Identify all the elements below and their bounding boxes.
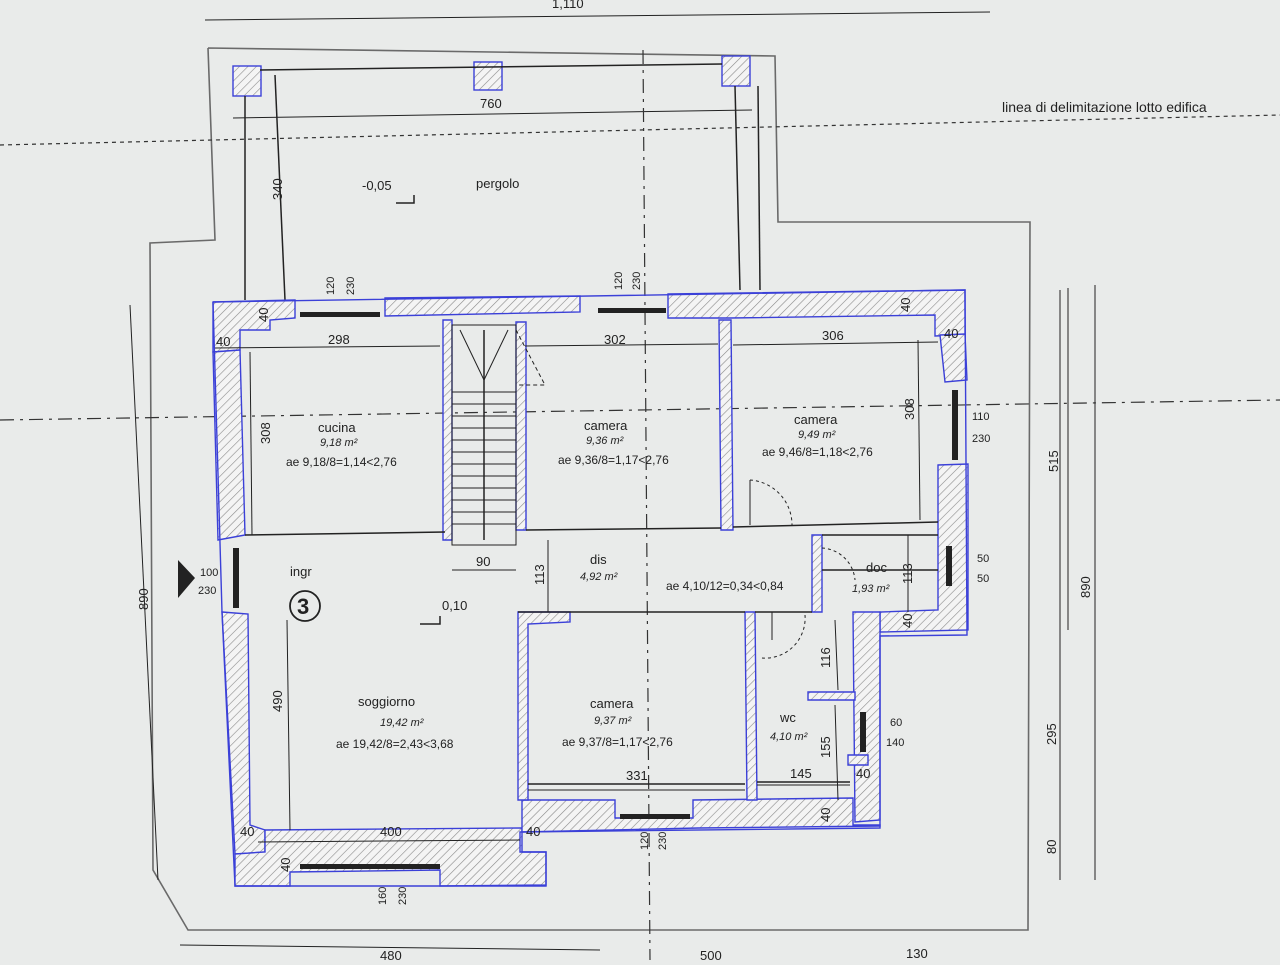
lot-limit-label: linea di delimitazione lotto edifica <box>1002 99 1207 115</box>
wall-dim: 40 <box>856 766 870 781</box>
window-dim: 230 <box>198 585 216 597</box>
room-dis-name: dis <box>590 552 607 567</box>
building-outline <box>212 289 968 887</box>
room-ingr-level: 0,10 <box>442 598 467 613</box>
camera2-width-dim: 306 <box>822 328 844 343</box>
dim-295: 295 <box>1044 723 1059 745</box>
window-dim: 110 <box>972 411 990 423</box>
cucina-width-dim: 298 <box>328 332 350 347</box>
room-camera2-name: camera <box>794 412 838 427</box>
room-number-circle <box>289 590 321 622</box>
window-dim: 160 <box>377 887 389 905</box>
pergola-pillar <box>721 55 751 87</box>
room-cucina-area: 9,18 m² <box>320 437 358 449</box>
window-dim: 230 <box>972 433 990 445</box>
room-cucina-formula: ae 9,18/8=1,14<2,76 <box>286 455 397 469</box>
room-soggiorno-area: 19,42 m² <box>380 717 424 729</box>
window-dim: 50 <box>977 553 989 565</box>
room-camera3-formula: ae 9,37/8=1,17<2,76 <box>562 735 673 749</box>
bottom-dim-500: 500 <box>700 948 722 960</box>
wc-dim-116: 116 <box>818 647 833 668</box>
doors <box>749 479 856 659</box>
bottom-dim-130: 130 <box>906 946 928 960</box>
staircase <box>451 324 546 546</box>
window-dim: 230 <box>397 887 409 905</box>
pergola-level: -0,05 <box>362 178 392 193</box>
doc-depth-dim: 113 <box>900 563 915 584</box>
window-dim: 120 <box>325 277 337 295</box>
wc-width-dim: 145 <box>790 766 812 781</box>
wall-dim: 40 <box>944 326 958 341</box>
room-doc-name: doc <box>866 560 887 575</box>
camera3-width-dim: 331 <box>626 768 648 783</box>
dim-890-right: 890 <box>1078 576 1093 598</box>
pergola: 760 340 pergolo -0,05 <box>232 55 761 301</box>
room-camera1-name: camera <box>584 418 628 433</box>
room-wc-name: wc <box>779 710 796 725</box>
lot-boundary <box>149 47 1031 931</box>
room-cucina-name: cucina <box>318 420 356 435</box>
room-soggiorno-formula: ae 19,42/8=2,43<3,68 <box>336 737 454 751</box>
room-camera2-formula: ae 9,46/8=1,18<2,76 <box>762 445 873 459</box>
room-camera2-area: 9,49 m² <box>798 429 836 441</box>
window-dim: 140 <box>886 737 904 749</box>
room-camera3-area: 9,37 m² <box>594 715 632 727</box>
room-camera1-formula: ae 9,36/8=1,17<2,76 <box>558 453 669 467</box>
soggiorno-width-dim: 400 <box>380 824 402 839</box>
bottom-dim-480: 480 <box>380 948 402 960</box>
stair-width-dim: 90 <box>476 554 490 569</box>
wall-dim: 40 <box>818 808 833 822</box>
camera2-depth-dim: 308 <box>902 398 917 420</box>
window-dim: 60 <box>890 717 902 729</box>
room-camera3-name: camera <box>590 696 634 711</box>
window-dim: 100 <box>200 567 218 579</box>
dim-80: 80 <box>1044 840 1059 854</box>
window-dim: 230 <box>345 277 357 295</box>
camera1-width-dim: 302 <box>604 332 626 347</box>
wall-dim: 40 <box>216 334 230 349</box>
window-dim: 230 <box>657 832 669 850</box>
wall-dim: 40 <box>278 858 293 872</box>
entrance-arrow-icon <box>178 560 195 598</box>
horizontal-axis <box>0 399 1280 421</box>
cucina-depth-dim: 308 <box>258 422 273 444</box>
wall-dim: 40 <box>898 298 913 312</box>
vertical-axis <box>642 49 651 961</box>
dis-depth-dim: 113 <box>532 564 547 585</box>
pergola-label: pergolo <box>476 176 519 191</box>
room-soggiorno-name: soggiorno <box>358 694 415 709</box>
wall-dim: 40 <box>526 824 540 839</box>
room-dis-area: 4,92 m² <box>580 571 618 583</box>
window-dim: 230 <box>631 272 643 290</box>
soggiorno-depth-dim: 490 <box>270 690 285 712</box>
dim-890-left: 890 <box>136 588 151 610</box>
room-dis-formula: ae 4,10/12=0,34<0,84 <box>666 579 784 593</box>
top-dim-label: 1,110 <box>552 0 584 11</box>
pergola-width-dim: 760 <box>480 96 502 111</box>
room-doc-area: 1,93 m² <box>852 583 890 595</box>
wall-dim: 40 <box>240 824 254 839</box>
window-dim: 120 <box>613 272 625 290</box>
dim-515: 515 <box>1046 450 1061 472</box>
wall-dim: 40 <box>256 308 271 322</box>
wc-dim-155: 155 <box>818 736 833 758</box>
wall-dim: 40 <box>900 614 915 628</box>
window-dim: 50 <box>977 573 989 585</box>
lot-limit-line <box>0 114 1280 146</box>
window-dim: 120 <box>639 832 651 850</box>
top-dim-line <box>204 11 991 21</box>
interior-lines <box>244 521 939 785</box>
room-ingr-name: ingr <box>290 564 312 579</box>
pergola-depth-dim: 340 <box>270 178 285 200</box>
windows <box>233 308 958 869</box>
room-wc-area: 4,10 m² <box>770 731 808 743</box>
dimension-lines <box>129 285 1096 951</box>
room-ingr-number: 3 <box>297 594 309 619</box>
pergola-pillar <box>232 65 262 97</box>
room-camera1-area: 9,36 m² <box>586 435 624 447</box>
